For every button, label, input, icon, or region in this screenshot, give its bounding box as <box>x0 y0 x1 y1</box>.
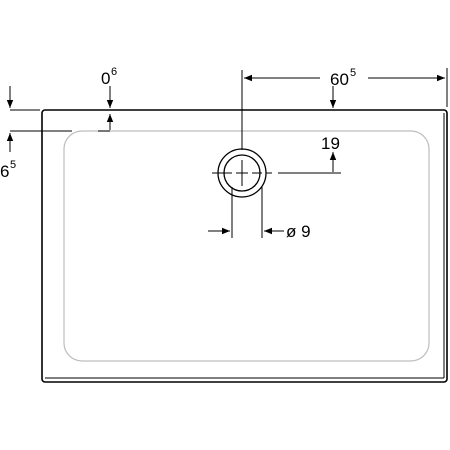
dim-rim-height-sup: 6 <box>111 66 117 78</box>
dimension-side-height: 6 5 <box>0 86 72 181</box>
dim-outer-offset-main: 60 <box>330 70 349 89</box>
dim-rim-height-main: 0 <box>101 69 110 88</box>
dimension-outer-offset: 60 5 <box>244 66 448 107</box>
tray-inner-surface <box>63 130 430 362</box>
dim-drain-diameter-main: ø 9 <box>286 222 311 241</box>
dimension-drain-diameter: ø 9 <box>208 187 311 241</box>
dim-side-height-sup: 5 <box>10 159 16 171</box>
dimension-drain-offset: 19 <box>278 86 352 174</box>
dim-drain-offset-main: 19 <box>321 134 340 153</box>
dim-outer-offset-sup: 5 <box>350 67 356 79</box>
drain <box>212 148 272 198</box>
dim-side-height-main: 6 <box>0 162 9 181</box>
tray-outline <box>41 109 448 383</box>
dimension-rim-height: 0 6 <box>98 66 117 132</box>
